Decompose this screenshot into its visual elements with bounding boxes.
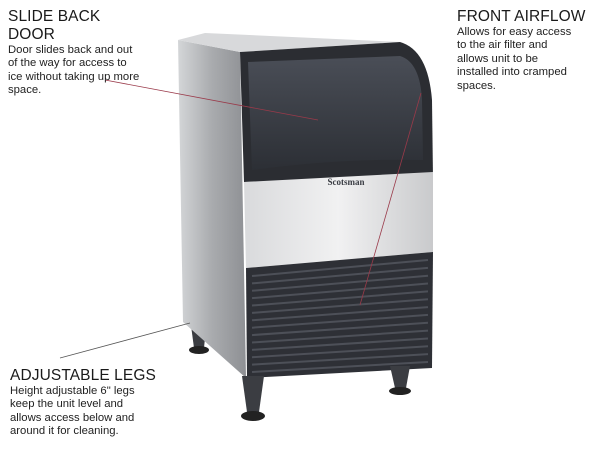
text-line: Door slides back and out (8, 44, 133, 56)
callout-text: Height adjustable 6" legs keep the unit … (10, 385, 160, 439)
front-right-leg (389, 366, 411, 395)
slide-back-door (248, 56, 423, 170)
text-line: spaces. (457, 79, 496, 92)
text-line: allows unit to be (457, 52, 539, 65)
callout-text: Door slides back and out of the way for … (8, 44, 148, 98)
callout-slide-back-door: SLIDE BACK DOOR Door slides back and out… (8, 8, 148, 98)
grille-louvre (251, 361, 429, 373)
grille-louvre (251, 313, 429, 329)
brand-logo: Scotsman (327, 177, 364, 187)
text-line: installed into cramped (457, 66, 567, 79)
grille-louvre (251, 353, 429, 366)
text-line: around it for cleaning. (10, 425, 119, 438)
callout-title: ADJUSTABLE LEGS (10, 367, 156, 384)
text-line: space. (8, 84, 42, 97)
callout-title: SLIDE BACK DOOR (8, 8, 101, 43)
grille-louvre (251, 266, 429, 285)
side-panel (178, 40, 246, 378)
airflow-leader-line (359, 92, 422, 306)
legs-leader-line (59, 322, 191, 359)
grille-louvre (251, 259, 429, 277)
grille-louvre (251, 345, 429, 359)
callout-adjustable-legs: ADJUSTABLE LEGS Height adjustable 6" leg… (10, 367, 160, 439)
front-left-leg (241, 376, 265, 421)
text-line: to the air filter and (457, 39, 548, 52)
text-line: of the way for access to (8, 57, 127, 70)
text-line: keep the unit level and (10, 398, 124, 411)
grille-louvre (251, 337, 429, 351)
grille-louvre (251, 306, 429, 322)
grille-louvre (251, 298, 429, 314)
grille-louvre (251, 321, 429, 337)
text-line: Allows for easy access (457, 26, 572, 38)
callout-title: FRONT AIRFLOW (457, 8, 586, 25)
grille-louvre (251, 290, 429, 307)
callout-text: Allows for easy access to the air filter… (457, 26, 597, 93)
grille-louvre (251, 282, 429, 300)
grille-louvre (251, 274, 429, 292)
front-band (244, 172, 433, 268)
text-line: Height adjustable 6" legs (10, 385, 135, 397)
callout-front-airflow: FRONT AIRFLOW Allows for easy access to … (457, 8, 597, 93)
door-leader-line (104, 79, 319, 121)
top-lid (178, 33, 400, 52)
text-line: ice without taking up more (8, 70, 140, 83)
front-airflow-grille (246, 252, 433, 378)
grille-louvre (251, 329, 429, 344)
text-line: allows access below and (10, 411, 135, 424)
